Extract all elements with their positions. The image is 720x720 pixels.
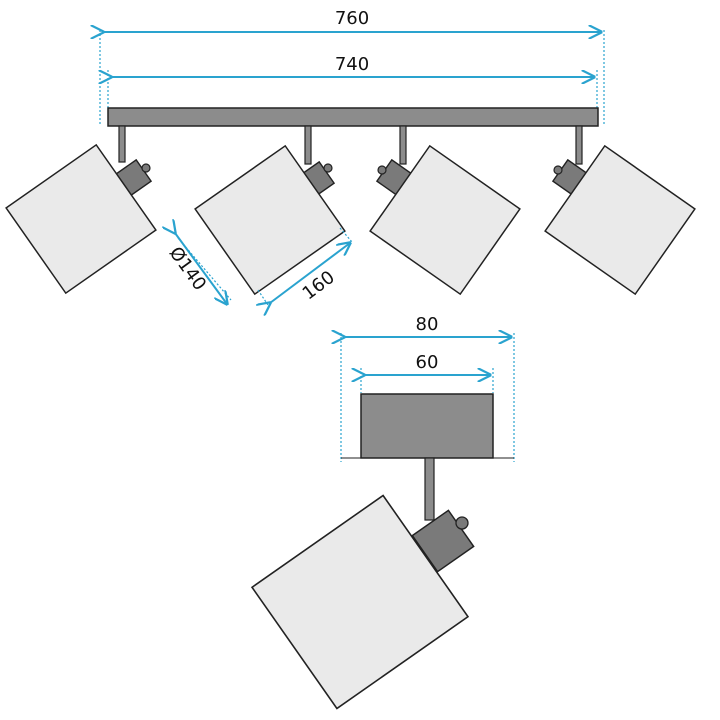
dimension-760: 760 [100, 8, 605, 125]
dimension-label-80: 80 [416, 314, 439, 335]
dimension-label-760: 760 [335, 8, 369, 29]
spot-1-knob [141, 163, 151, 173]
spot-2-knob [323, 163, 333, 173]
side-spot-knob [455, 516, 469, 530]
spot-2-stem [304, 125, 312, 165]
spot-3 [369, 125, 521, 296]
side-spot-shade [250, 494, 470, 710]
spot-1 [5, 125, 157, 295]
spot-1-stem [118, 125, 126, 163]
dimension-740: 740 [108, 54, 598, 110]
mounting-bar [107, 107, 599, 127]
side-base [360, 393, 494, 459]
dimension-label-diameter: Ø140 [165, 243, 211, 295]
dimension-80: 80 [341, 314, 515, 462]
spot-3-knob [377, 165, 387, 175]
dimension-label-shade-length: 160 [299, 267, 339, 304]
spot-4-stem [575, 125, 583, 165]
dimension-60: 60 [361, 352, 494, 393]
dimension-label-740: 740 [335, 54, 369, 75]
side-spot-stem [424, 457, 435, 521]
spot-3-stem [399, 125, 407, 165]
spot-4 [544, 125, 696, 296]
spot-4-shade [544, 144, 696, 296]
side-spot [250, 457, 475, 710]
dimension-label-60: 60 [416, 352, 439, 373]
spot-3-shade [369, 144, 521, 296]
spot-1-shade [5, 143, 157, 295]
spot-4-knob [553, 165, 563, 175]
